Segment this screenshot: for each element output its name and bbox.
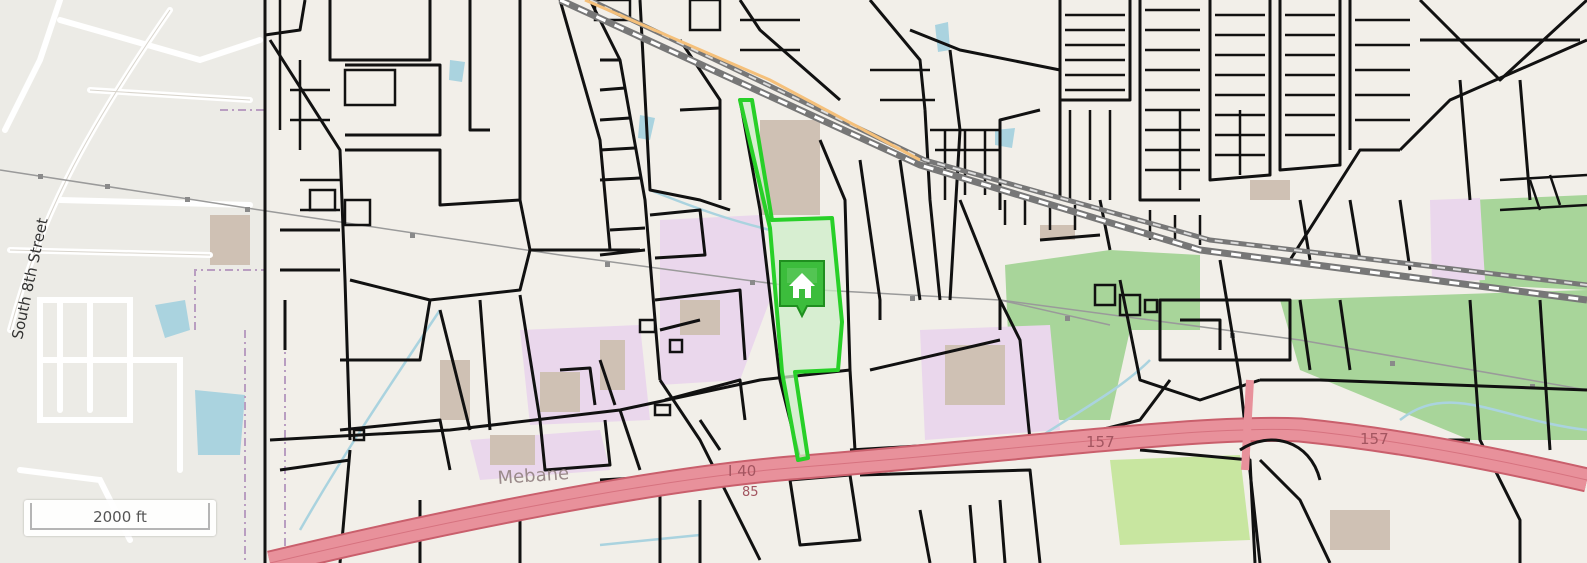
power-towers xyxy=(38,174,1535,389)
town-label: Mebane xyxy=(497,463,570,489)
property-marker[interactable] xyxy=(777,258,827,320)
home-icon xyxy=(779,260,825,319)
residential-road-casings xyxy=(9,9,251,331)
highway-shield-85: 85 xyxy=(742,485,759,500)
highway-shield-i40: I 40 xyxy=(728,462,756,480)
primary-road xyxy=(584,0,921,162)
scale-label: 2000 ft xyxy=(93,508,147,526)
scale-bar xyxy=(30,503,210,530)
scale-control: 2000 ft xyxy=(24,500,216,536)
park-areas xyxy=(1005,195,1587,545)
parcel-lines xyxy=(263,0,1587,563)
route-label-157-b: 157 xyxy=(1360,430,1389,448)
faded-area xyxy=(0,0,270,563)
parcel-grid xyxy=(278,0,1587,245)
admin-boundaries xyxy=(194,109,286,563)
motorway xyxy=(267,379,1587,563)
route-label-157-a: 157 xyxy=(1086,433,1115,451)
railway xyxy=(558,0,1587,304)
small-structures xyxy=(308,0,1159,442)
